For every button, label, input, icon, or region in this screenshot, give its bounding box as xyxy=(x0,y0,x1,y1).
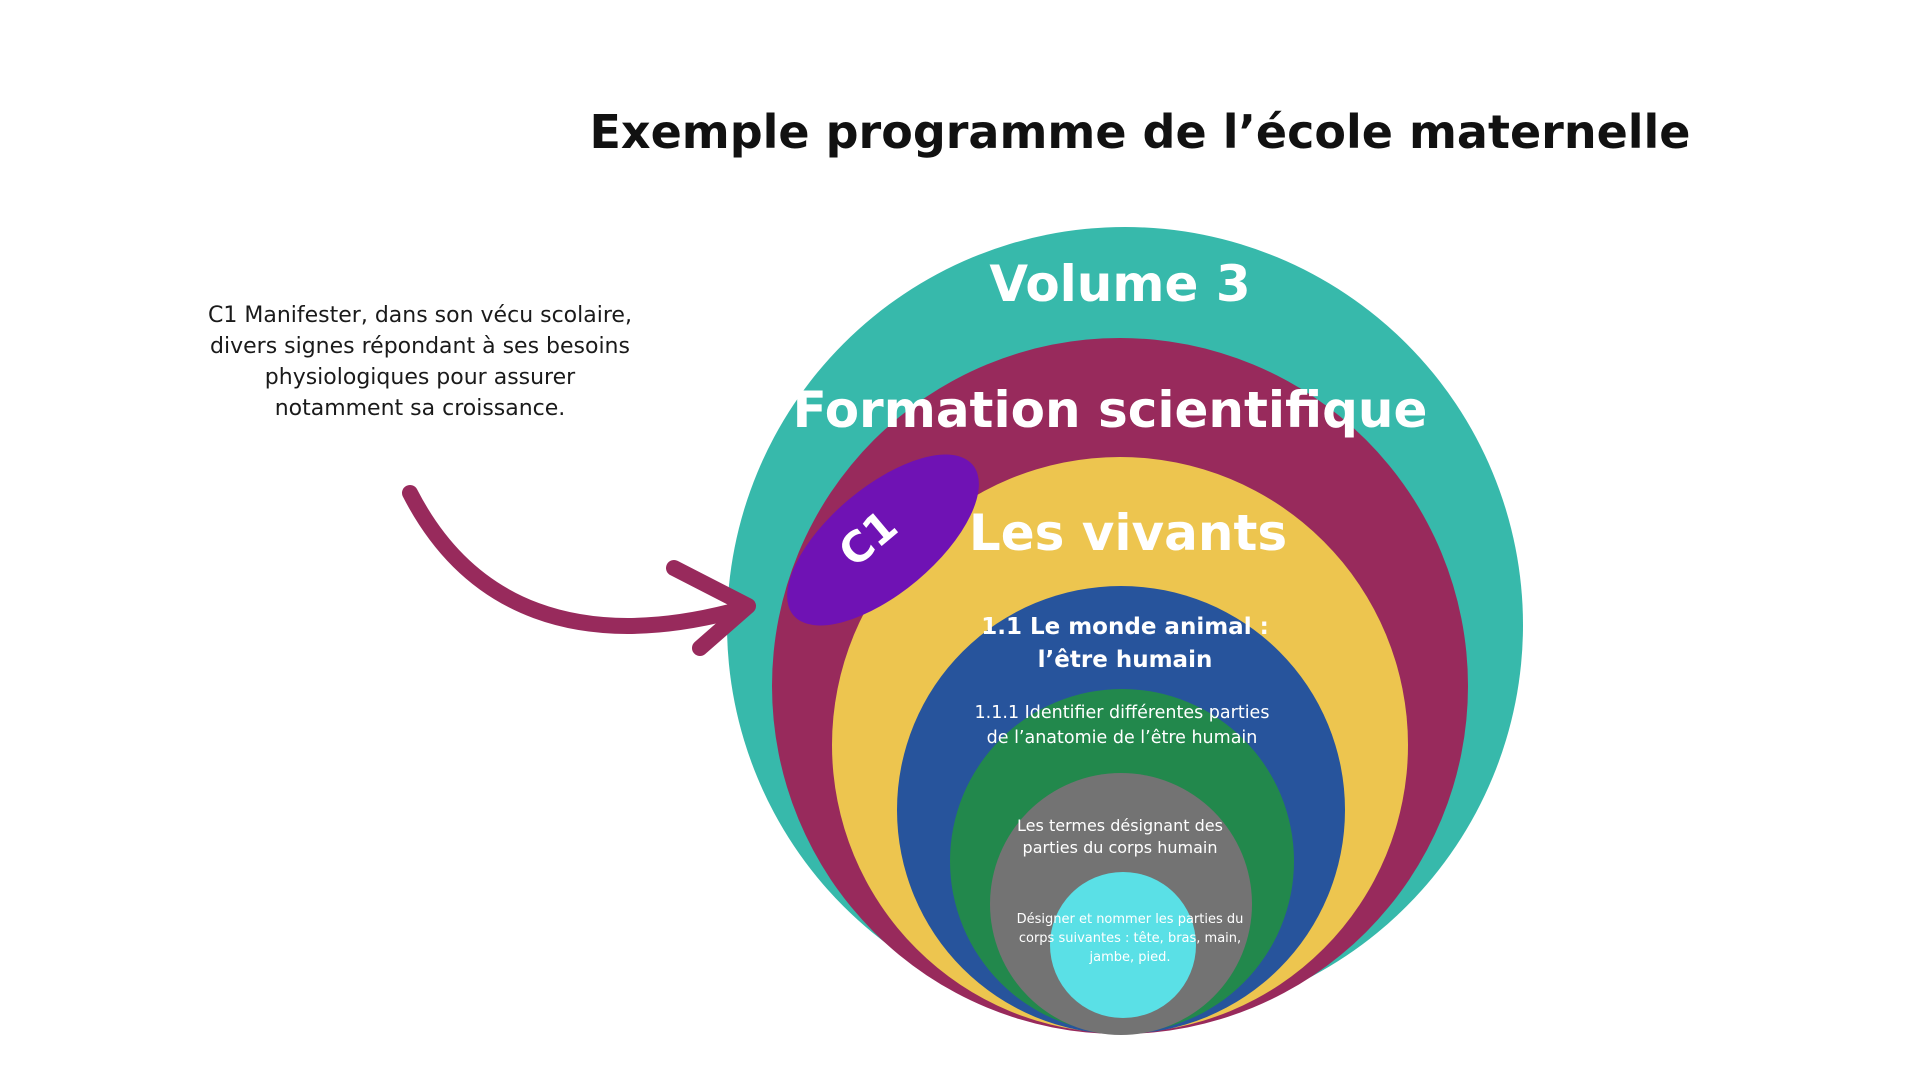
label-volume: Volume 3 xyxy=(989,255,1251,313)
label-vivants: Les vivants xyxy=(968,504,1288,562)
label-formation: Formation scientifique xyxy=(792,381,1428,439)
label-monde-animal: 1.1 Le monde animal : l’être humain xyxy=(981,614,1269,673)
label-designer: Désigner et nommer les parties du corps … xyxy=(1016,912,1244,965)
label-termes: Les termes désignant des parties du corp… xyxy=(1017,816,1223,857)
curved-arrow xyxy=(402,485,738,634)
page-title: Exemple programme de l’école maternelle xyxy=(589,105,1691,159)
circle-designer xyxy=(1050,872,1196,1018)
arrow-head xyxy=(666,560,756,656)
c1-badge xyxy=(787,454,979,626)
c1-description: C1 Manifester, dans son vécu scolaire, d… xyxy=(208,303,632,421)
label-identifier: 1.1.1 Identifier différentes parties de … xyxy=(974,703,1270,748)
